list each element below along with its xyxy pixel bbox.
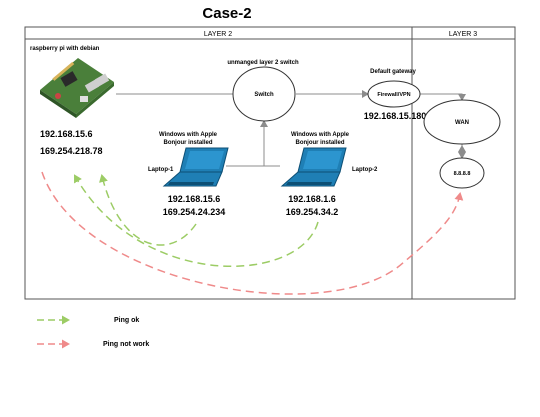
laptop1-desc-line1: Windows with Apple — [159, 132, 218, 138]
ping-ok-path-laptop2-rpi — [74, 174, 319, 267]
laptop2-desc-line1: Windows with Apple — [291, 132, 350, 138]
laptop1-icon — [162, 147, 229, 187]
rpi-ip1: 192.168.15.6 — [40, 129, 93, 139]
wan-node — [423, 99, 501, 145]
gateway-node — [367, 80, 421, 108]
legend-ok-label: Ping ok — [114, 317, 139, 324]
layer3-zone — [411, 26, 516, 300]
switch-node — [232, 66, 296, 122]
laptop1-ip1: 192.168.15.6 — [168, 194, 221, 204]
switch-label: Switch — [254, 92, 274, 98]
laptop2-ip1: 192.168.1.6 — [288, 194, 336, 204]
laptop1-ip2: 169.254.24.234 — [163, 207, 226, 217]
switch-caption: unmanged layer 2 switch — [227, 60, 299, 66]
laptop2-name: Laptop-2 — [352, 167, 378, 173]
legend: Ping ok Ping not work — [37, 315, 149, 349]
gateway-caption: Default gateway — [370, 69, 416, 75]
laptop2-icon — [280, 147, 347, 187]
raspberry-pi-icon — [40, 58, 114, 118]
laptop2-ip2: 169.254.34.2 — [286, 207, 339, 217]
laptop1-desc-line2: Bonjour installed — [163, 140, 212, 146]
laptop1-name: Laptop-1 — [148, 167, 174, 173]
gateway-label: Firewall/VPN — [377, 92, 410, 98]
gateway-ip: 192.168.15.180 — [364, 111, 427, 121]
legend-fail-label: Ping not work — [103, 341, 149, 348]
diagram-title: Case-2 — [202, 5, 251, 22]
dns-label: 8.8.8.8 — [454, 171, 471, 177]
dns-node — [439, 157, 485, 189]
laptop2-desc-line2: Bonjour installed — [295, 140, 344, 146]
layer3-label: LAYER 3 — [449, 31, 477, 38]
ping-ok-path-laptop1-rpi — [99, 174, 197, 246]
layer2-label: LAYER 2 — [204, 31, 232, 38]
rpi-ip2: 169.254.218.78 — [40, 146, 103, 156]
ping-fail-path-rpi-dns — [41, 171, 464, 295]
wan-label: WAN — [455, 120, 469, 126]
rpi-label: raspberry pi with debian — [30, 46, 100, 52]
gateway-wan-link — [420, 93, 466, 101]
